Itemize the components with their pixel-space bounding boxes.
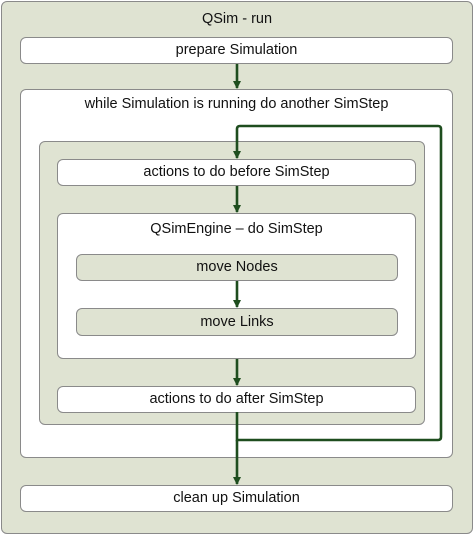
- qsimengine-title: QSimEngine – do SimStep: [150, 221, 323, 237]
- qsimengine-container: QSimEngine – do SimStep: [57, 213, 416, 359]
- move-links-label: move Links: [200, 314, 274, 330]
- cleanup-simulation-box: clean up Simulation: [20, 485, 453, 512]
- qsim-run-title: QSim - run: [201, 11, 273, 27]
- move-nodes-label: move Nodes: [196, 259, 278, 275]
- move-nodes-box: move Nodes: [76, 254, 398, 281]
- move-links-box: move Links: [76, 308, 398, 336]
- actions-before-box: actions to do before SimStep: [57, 159, 416, 186]
- actions-after-box: actions to do after SimStep: [57, 386, 416, 413]
- simstep-loop-title: while Simulation is running do another S…: [84, 96, 389, 112]
- cleanup-simulation-label: clean up Simulation: [173, 490, 300, 506]
- actions-before-label: actions to do before SimStep: [143, 164, 330, 180]
- prepare-simulation-label: prepare Simulation: [175, 42, 298, 58]
- actions-after-label: actions to do after SimStep: [149, 391, 324, 407]
- prepare-simulation-box: prepare Simulation: [20, 37, 453, 64]
